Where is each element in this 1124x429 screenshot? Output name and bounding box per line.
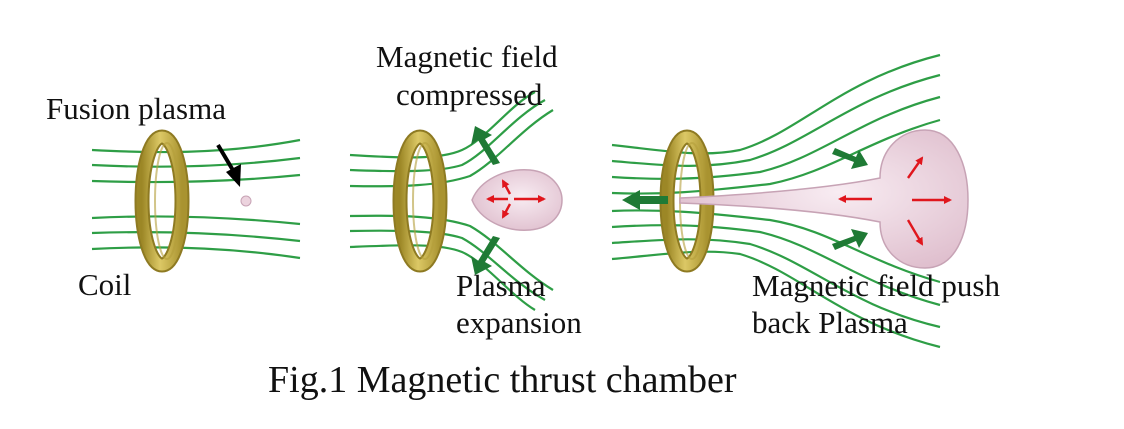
field-compression-arrows [471,126,500,275]
label-push-back-line2: back Plasma [752,305,908,340]
figure-caption: Fig.1 Magnetic thrust chamber [268,359,737,401]
label-plasma-expansion-line2: expansion [456,305,582,340]
field-lines [91,138,301,260]
panel-plasma-push-back: Magnetic field push back Plasma [611,53,1000,349]
coil-icon [134,129,190,273]
panel-plasma-expansion: Magnetic field compressed Plasma expansi… [349,39,582,340]
push-back-arrows [838,156,952,246]
label-field-compressed-line1: Magnetic field [376,39,558,74]
label-plasma-expansion-line1: Plasma [456,268,546,303]
label-fusion-plasma: Fusion plasma [46,91,226,126]
label-coil: Coil [78,267,131,302]
inward-field-arrows [832,148,868,250]
pointer-arrow-icon [216,143,241,187]
label-field-compressed-line2: compressed [396,77,543,112]
expansion-arrows [486,179,546,219]
thrust-arrow-icon [622,190,668,210]
panel-initial-state: Fusion plasma Coil [46,91,301,302]
plasma-plume [679,129,969,269]
coil-icon [392,129,448,273]
label-push-back-line1: Magnetic field push [752,268,1000,303]
fusion-plasma-pellet [240,195,252,207]
field-lines [349,91,554,311]
field-lines [611,53,941,349]
